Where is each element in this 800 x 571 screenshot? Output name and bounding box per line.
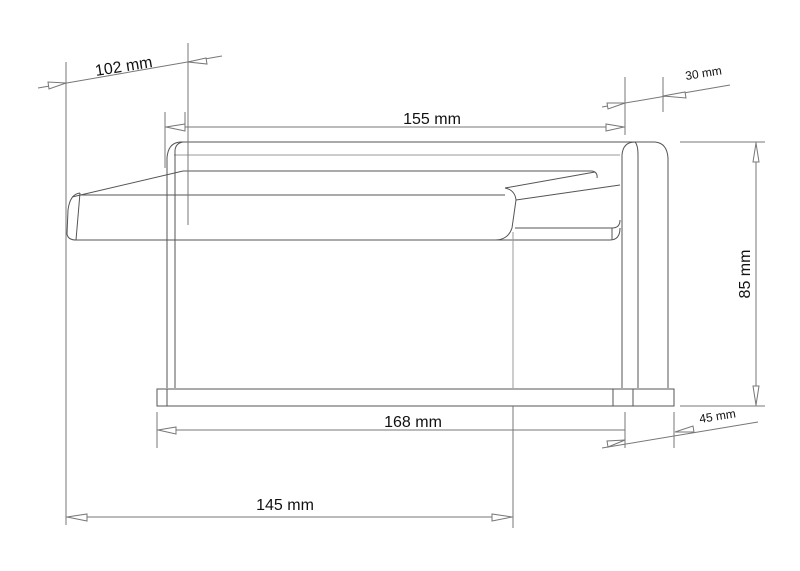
dimension-body-depth: 30 mm (601, 63, 731, 135)
dimension-base-length: 168 mm (156, 412, 626, 448)
spout-tip (494, 187, 517, 241)
spout-top (71, 170, 598, 198)
arrow-icon (662, 91, 687, 99)
dimension-label: 45 mm (698, 406, 736, 426)
arrow-icon (752, 385, 760, 406)
dimension-top-length: 155 mm (164, 111, 625, 168)
dimension-height: 85 mm (680, 141, 765, 407)
arrow-icon (187, 57, 208, 65)
dimension-label: 85 mm (737, 250, 754, 299)
arrow-icon (674, 425, 695, 433)
arrow-icon (157, 426, 177, 435)
dimension-base-depth: 45 mm (601, 406, 759, 449)
dimension-label: 145 mm (256, 497, 314, 514)
arrow-icon (165, 123, 186, 132)
frame-top-outer (166, 141, 669, 159)
arrow-icon (752, 142, 760, 163)
arrow-icon (47, 81, 67, 90)
spout-front (66, 192, 508, 241)
dimension-label: 102 mm (94, 54, 154, 80)
arrow-icon (606, 102, 626, 110)
arrow-icon (606, 439, 626, 448)
arrow-icon (491, 513, 513, 522)
dimension-label: 30 mm (684, 63, 722, 83)
faucet-outline (66, 141, 675, 407)
arrow-icon (605, 123, 625, 132)
dimension-label: 155 mm (403, 111, 461, 128)
right-post (621, 141, 639, 388)
dimension-projection: 145 mm (66, 406, 514, 528)
dimension-spout-depth: 102 mm (37, 43, 223, 525)
arrow-icon (66, 513, 88, 522)
base-plate (156, 388, 675, 407)
dimension-label: 168 mm (384, 414, 442, 431)
